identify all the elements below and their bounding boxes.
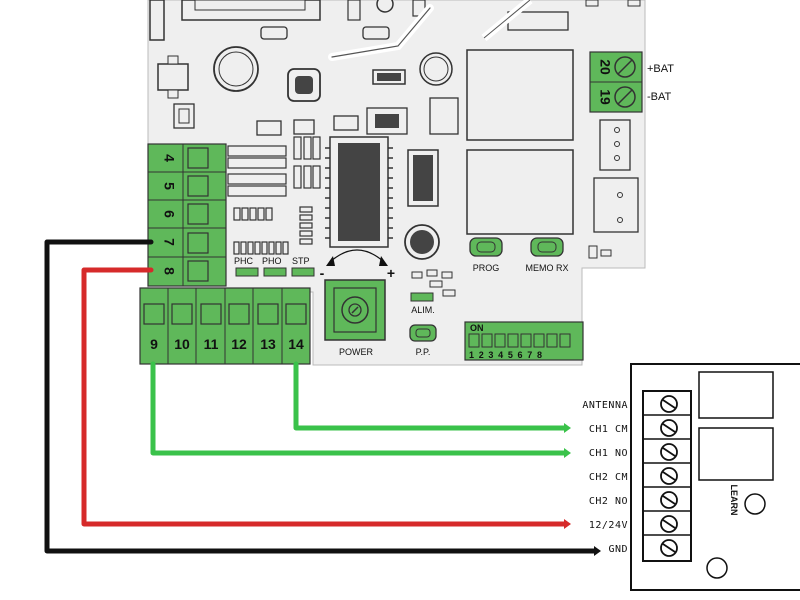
mount-hole-icon <box>706 557 728 579</box>
receiver-ch1-cm-label: CH1 CM <box>589 424 628 435</box>
terminal-13: 13 <box>260 336 276 352</box>
receiver-ch2-no-label: CH2 NO <box>589 496 628 507</box>
receiver-ch2-cm-label: CH2 CM <box>589 472 628 483</box>
terminal-14: 14 <box>288 336 304 352</box>
wire-power-red <box>81 267 567 527</box>
terminal-9: 9 <box>150 336 158 352</box>
alim-led: ALIM. <box>410 292 435 315</box>
pho-label: PHO <box>262 256 282 266</box>
terminal-12: 12 <box>231 336 247 352</box>
trimmer-minus: - <box>320 265 325 281</box>
stp-led <box>291 267 315 277</box>
prog-button[interactable]: PROG <box>469 237 503 273</box>
terminal-11: 11 <box>204 336 219 352</box>
left-terminal-block: 4 5 6 7 8 <box>147 143 227 287</box>
battery-terminal-19: 19 <box>597 89 613 105</box>
receiver-module: ANTENNA CH1 CM CH1 NO CH2 CM CH2 NO 12/2… <box>582 363 800 591</box>
memo-rx-button[interactable]: MEMO RX <box>525 237 569 273</box>
bottom-terminal-block: 9 10 11 12 13 14 <box>139 287 311 365</box>
pp-button[interactable]: P.P. <box>409 324 437 357</box>
wire-ch1-no-green <box>150 361 567 456</box>
power-label: POWER <box>339 347 374 357</box>
dip-on-label: ON <box>470 323 484 333</box>
pho-led <box>263 267 287 277</box>
battery-terminal-20: 20 <box>597 59 613 75</box>
power-trimmer[interactable]: - + POWER <box>320 249 395 357</box>
learn-label: LEARN <box>729 485 739 516</box>
dip-switch[interactable]: ON 1 2 3 4 5 6 7 8 <box>464 321 584 361</box>
terminal-8: 8 <box>161 267 177 275</box>
receiver-gnd-label: GND <box>608 544 628 555</box>
receiver-ch1-no-label: CH1 NO <box>589 448 628 459</box>
plus-bat-label: +BAT <box>647 63 674 75</box>
pp-label: P.P. <box>416 347 431 357</box>
wire-ch1-cm-green <box>293 361 567 431</box>
terminal-10: 10 <box>174 336 190 352</box>
terminal-5: 5 <box>161 182 177 190</box>
prog-label: PROG <box>473 263 500 273</box>
terminal-6: 6 <box>161 210 177 218</box>
phc-label: PHC <box>234 256 254 266</box>
memo-rx-label: MEMO RX <box>525 263 568 273</box>
battery-terminal-block: 20 19 +BAT -BAT <box>589 51 674 113</box>
trimmer-plus: + <box>387 265 395 281</box>
receiver-power-label: 12/24V <box>589 520 628 531</box>
alim-label: ALIM. <box>411 305 435 315</box>
stp-label: STP <box>292 256 310 266</box>
phc-led <box>235 267 259 277</box>
terminal-7: 7 <box>161 238 177 246</box>
wire-gnd-black <box>44 239 597 554</box>
receiver-antenna-label: ANTENNA <box>582 400 628 411</box>
minus-bat-label: -BAT <box>647 91 672 103</box>
dip-numbers: 1 2 3 4 5 6 7 8 <box>469 350 543 360</box>
status-leds: PHC PHO STP <box>234 256 315 277</box>
terminal-4: 4 <box>161 154 177 162</box>
learn-button[interactable] <box>744 493 766 515</box>
